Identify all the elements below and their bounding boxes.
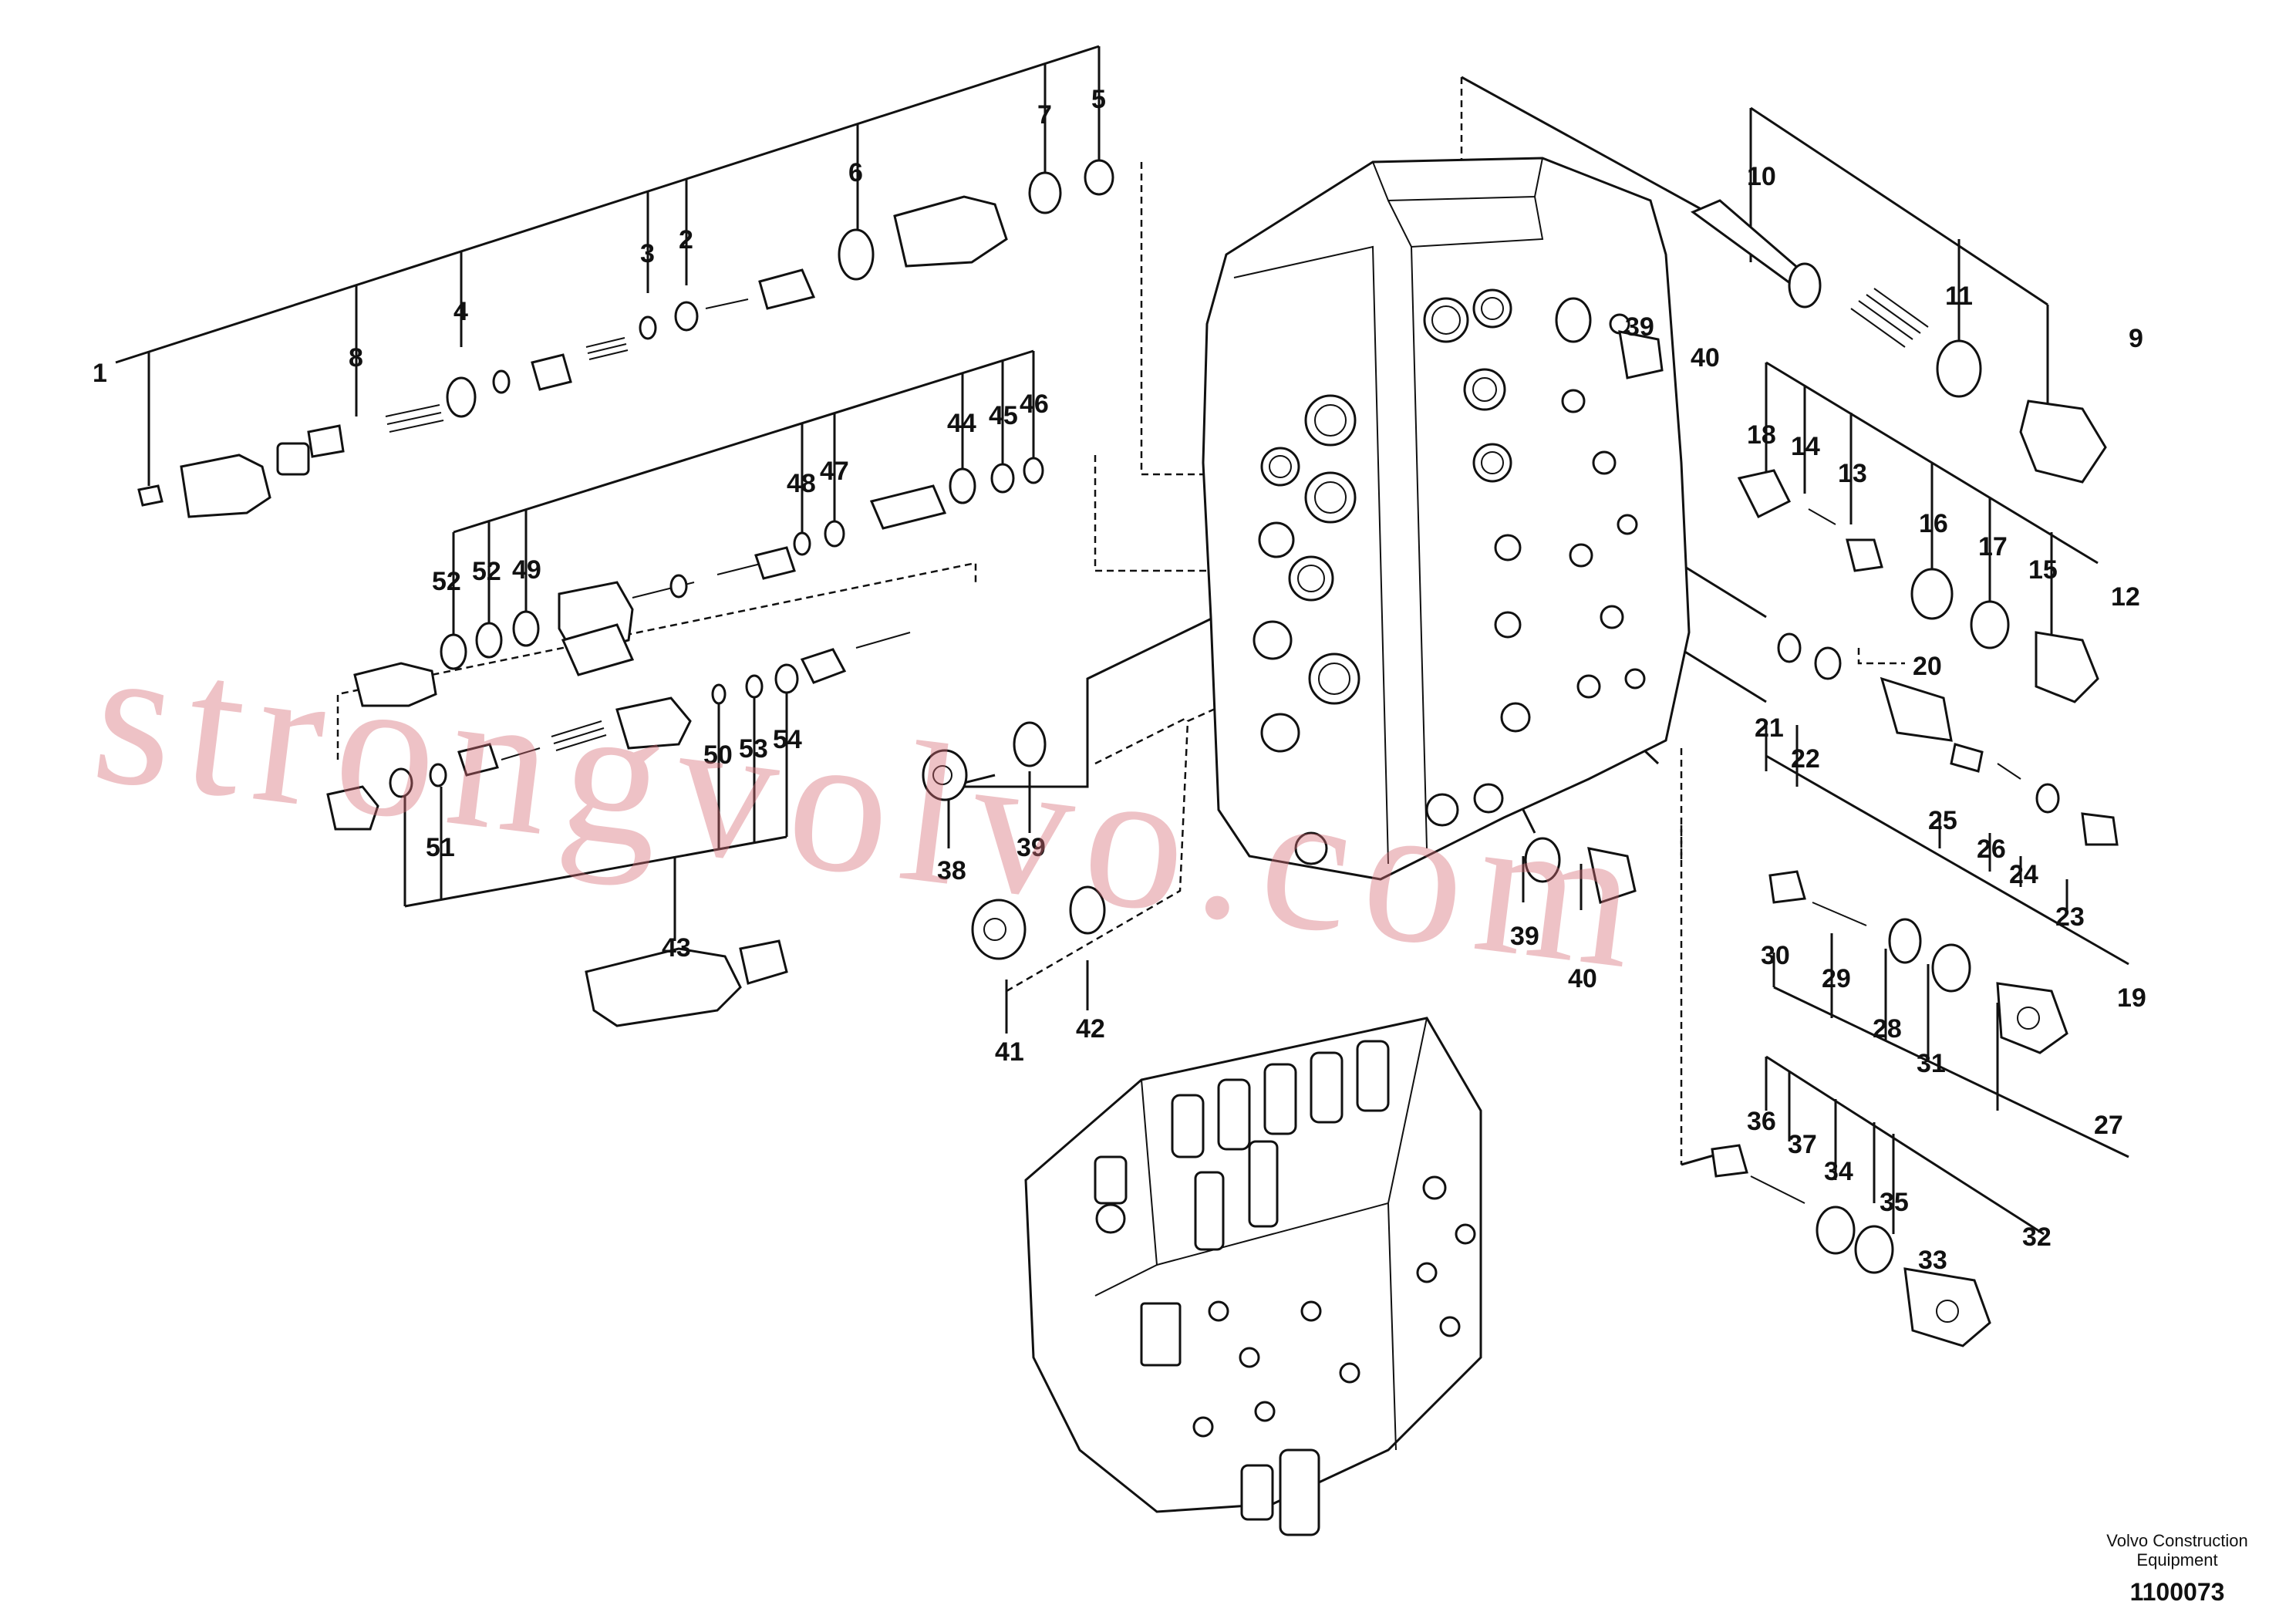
callout-29: 29 (1822, 964, 1851, 993)
callout-33: 33 (1918, 1246, 1947, 1275)
callout-47: 47 (820, 457, 849, 486)
callout-49: 49 (512, 555, 541, 585)
callout-32: 32 (2022, 1222, 2052, 1252)
relief-valve-row-1 (137, 159, 1114, 518)
callout-53: 53 (739, 734, 768, 764)
callout-8: 8 (349, 343, 363, 373)
callout-34: 34 (1824, 1157, 1853, 1186)
callout-10: 10 (1747, 162, 1776, 191)
callout-11: 11 (1945, 282, 1973, 311)
callout-5: 5 (1091, 85, 1106, 114)
publisher-line-1: Volvo Construction (2106, 1531, 2247, 1550)
callout-16: 16 (1919, 509, 1948, 538)
callout-25: 25 (1928, 806, 1957, 835)
callout-42: 42 (1076, 1014, 1105, 1044)
callout-36: 36 (1747, 1107, 1776, 1136)
callout-14: 14 (1791, 432, 1820, 461)
figure-caption: Volvo Construction Equipment 1100073 (2106, 1531, 2247, 1606)
callout-17: 17 (1978, 532, 2008, 561)
callout-4: 4 (453, 297, 468, 326)
callout-40-top: 40 (1691, 343, 1720, 373)
callout-23: 23 (2055, 902, 2085, 932)
callout-45: 45 (989, 401, 1018, 430)
callout-48: 48 (787, 469, 816, 498)
callout-37: 37 (1788, 1130, 1817, 1159)
callout-26: 26 (1977, 835, 2006, 864)
callout-52b: 52 (472, 557, 501, 586)
callout-1: 1 (93, 359, 107, 388)
callout-38: 38 (937, 856, 966, 885)
callout-15: 15 (2028, 555, 2058, 585)
callout-2: 2 (679, 225, 693, 255)
callout-28: 28 (1873, 1014, 1902, 1044)
callout-13: 13 (1838, 459, 1867, 488)
callout-6: 6 (848, 158, 863, 187)
callout-43: 43 (662, 933, 691, 963)
callout-18: 18 (1747, 420, 1776, 450)
callout-7: 7 (1037, 100, 1052, 130)
callout-labels: 1 2 3 4 5 6 7 8 9 10 11 12 13 14 15 16 1… (93, 85, 2146, 1275)
relief-valve-row-3 (326, 623, 911, 1027)
callout-44: 44 (947, 409, 976, 438)
callout-51: 51 (426, 833, 455, 862)
callout-12: 12 (2111, 582, 2140, 612)
callout-39-top: 39 (1625, 312, 1654, 342)
publisher-line-2: Equipment (2136, 1550, 2217, 1570)
callout-40-right: 40 (1568, 964, 1597, 993)
callout-21: 21 (1755, 713, 1784, 743)
assembled-valve-block (1024, 1017, 1482, 1536)
callout-46: 46 (1020, 389, 1049, 419)
components-right (1524, 199, 2119, 1347)
callout-30: 30 (1761, 941, 1790, 970)
callout-52a: 52 (432, 567, 461, 596)
callout-20: 20 (1913, 652, 1942, 681)
callout-39-right: 39 (1510, 922, 1539, 951)
callout-19: 19 (2117, 983, 2146, 1013)
callout-41: 41 (995, 1037, 1024, 1067)
callout-24: 24 (2009, 860, 2038, 889)
callout-27: 27 (2094, 1111, 2123, 1140)
callout-50: 50 (703, 740, 733, 770)
callout-3: 3 (640, 239, 655, 268)
callout-39-left: 39 (1017, 833, 1046, 862)
callout-54: 54 (773, 725, 802, 754)
callout-22: 22 (1791, 744, 1820, 774)
callout-9: 9 (2129, 324, 2143, 353)
callout-35: 35 (1880, 1188, 1909, 1217)
plugs-left (922, 721, 1106, 960)
callout-31: 31 (1917, 1049, 1946, 1078)
figure-number: 1100073 (2130, 1578, 2225, 1606)
